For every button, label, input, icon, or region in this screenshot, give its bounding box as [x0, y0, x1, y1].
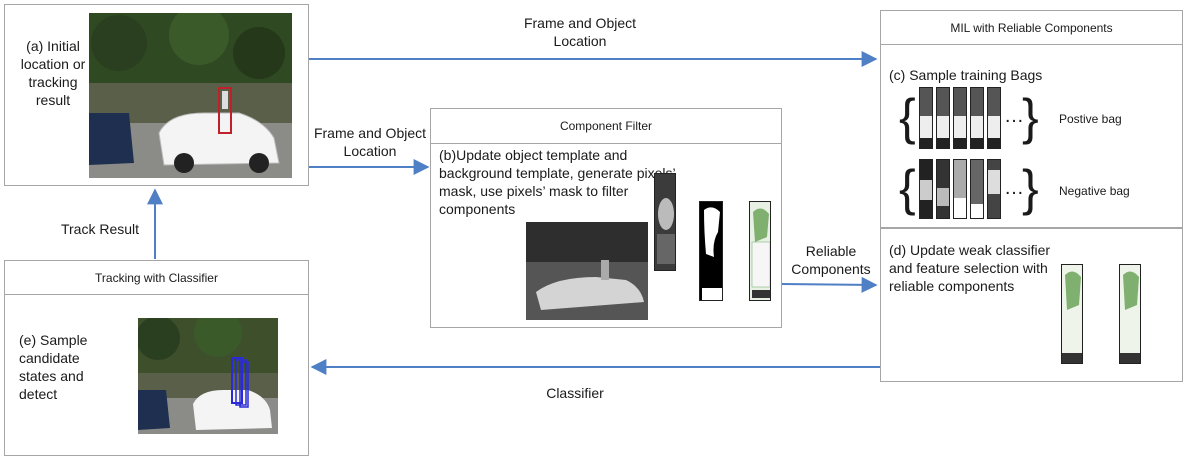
edge-label-a-to-c: Frame and Object Location	[523, 15, 637, 49]
mil-title: MIL with Reliable Components	[881, 11, 1182, 45]
positive-sample-2	[936, 87, 950, 149]
update-classifier-box: (d) Update weak classifier and feature s…	[880, 228, 1183, 382]
edge-label-a-to-b: Frame and Object Location	[313, 125, 427, 159]
grayscale-frame-image	[526, 222, 648, 320]
negative-bag-label: Negative bag	[1059, 184, 1130, 198]
positive-sample-4	[970, 87, 984, 149]
tracking-box: Tracking with Classifier (e) Sample cand…	[4, 260, 309, 456]
arrow-b-to-d	[781, 276, 878, 293]
pixel-mask-strip	[699, 201, 723, 301]
object-template-strip	[654, 173, 676, 271]
negative-sample-1	[919, 159, 933, 219]
negative-sample-3	[953, 159, 967, 219]
negative-ellipsis: …	[1004, 177, 1024, 199]
edge-label-b-to-d: Reliable Components	[791, 243, 871, 277]
tracking-frame-image	[138, 318, 278, 434]
negative-sample-5	[987, 159, 1001, 219]
negative-bag-brace-icon: {	[899, 160, 916, 216]
positive-sample-1	[919, 87, 933, 149]
initial-frame-image	[89, 13, 292, 178]
filtered-components-strip	[749, 201, 771, 301]
initial-location-text: (a) Initial location or tracking result	[20, 38, 86, 108]
positive-bag-close-brace-icon: }	[1022, 89, 1039, 145]
edge-label-e-to-a: Track Result	[60, 221, 140, 237]
mil-box: MIL with Reliable Components (c) Sample …	[880, 10, 1183, 228]
negative-sample-2	[936, 159, 950, 219]
positive-sample-5	[987, 87, 1001, 149]
component-before-strip	[1061, 264, 1083, 364]
positive-ellipsis: …	[1004, 105, 1024, 127]
negative-sample-4	[970, 159, 984, 219]
update-classifier-text: (d) Update weak classifier and feature s…	[889, 242, 1051, 294]
initial-location-box: (a) Initial location or tracking result	[4, 4, 309, 186]
edge-label-d-to-e: Classifier	[546, 385, 604, 401]
mil-sample-text: (c) Sample training Bags	[889, 67, 1043, 83]
positive-bag-label: Postive bag	[1059, 112, 1122, 126]
positive-bag-brace-icon: {	[899, 89, 916, 145]
component-filter-title: Component Filter	[431, 109, 781, 144]
negative-bag-close-brace-icon: }	[1022, 160, 1039, 216]
positive-sample-3	[953, 87, 967, 149]
component-filter-box: Component Filter (b)Update object templa…	[430, 108, 782, 328]
component-filter-text: (b)Update object template and background…	[439, 147, 676, 217]
tracking-text: (e) Sample candidate states and detect	[19, 332, 88, 402]
component-after-strip	[1119, 264, 1141, 364]
tracking-title: Tracking with Classifier	[5, 261, 308, 295]
